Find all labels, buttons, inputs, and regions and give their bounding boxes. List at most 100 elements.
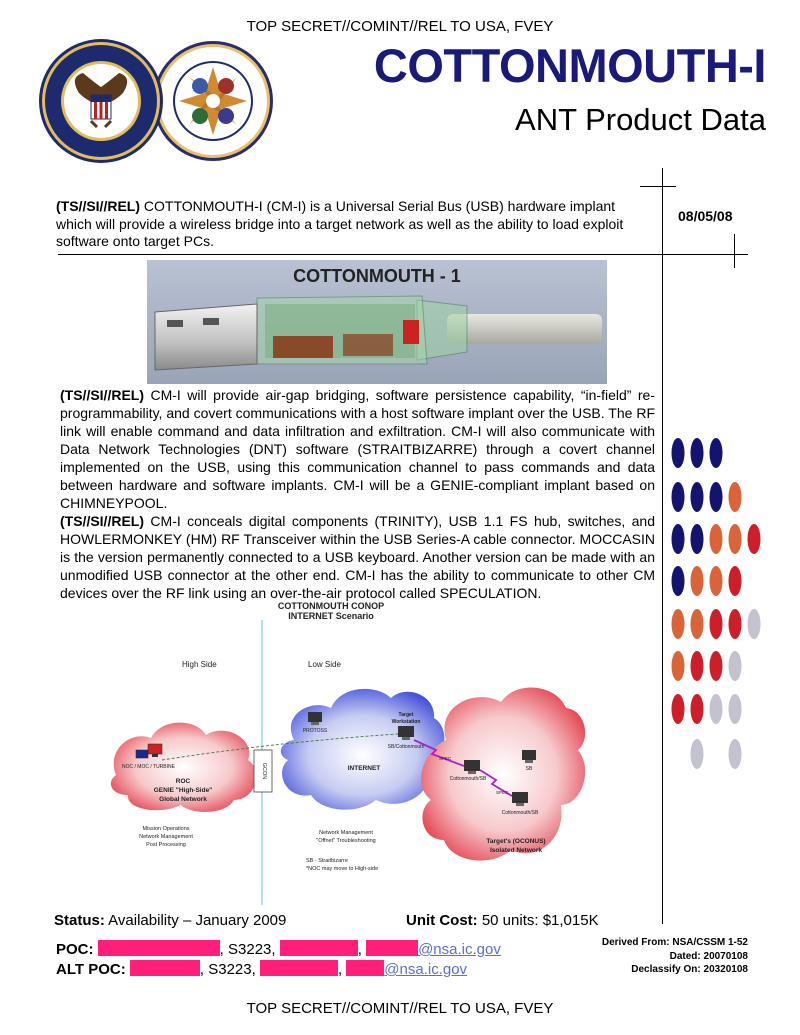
- high-side-label: High Side: [182, 660, 217, 669]
- roc-cloud: [110, 722, 257, 812]
- ops-label-2: Network Management: [139, 834, 193, 840]
- paragraph-capabilities: (TS//SI//REL) CM-I will provide air-gap …: [60, 386, 655, 512]
- intro-paragraph: (TS//SI//REL) COTTONMOUTH-I (CM-I) is a …: [56, 198, 646, 251]
- low-side-label: Low Side: [308, 660, 341, 669]
- netmgmt-label: Network Management: [319, 830, 373, 836]
- decorative-dot: [728, 739, 742, 769]
- protoss-computer-icon: [308, 712, 322, 722]
- decorative-dot: [690, 566, 704, 596]
- page-subtitle: ANT Product Data: [515, 102, 766, 137]
- unit-cost-label: Unit Cost:: [406, 912, 478, 929]
- sb-label: SB: [526, 766, 533, 772]
- body-text: (TS//SI//REL) CM-I will provide air-gap …: [60, 386, 655, 602]
- decorative-dot: [728, 566, 742, 596]
- cm-sb-label: Cottonmouth/SB: [450, 776, 487, 782]
- rf-link-2: [479, 769, 513, 797]
- decorative-dot: [671, 524, 685, 554]
- ops-label: Mission Operations: [142, 826, 189, 832]
- declassify-on: Declassify On: 20320108: [631, 964, 748, 975]
- paragraph-text: CM-I conceals digital components (TRINIT…: [60, 513, 655, 601]
- target-ws-label-2: Workstation: [392, 719, 421, 725]
- alt-poc-email-link[interactable]: @nsa.ic.gov: [384, 961, 468, 978]
- header-divider: [58, 254, 748, 255]
- decorative-dot: [690, 438, 704, 468]
- redaction-bar: [346, 960, 385, 976]
- redaction-bar: [259, 960, 338, 976]
- paragraph-marking: (TS//SI//REL): [60, 387, 144, 403]
- cm-sb-computer-icon: [464, 760, 480, 771]
- usb-plug-metal: [154, 303, 258, 371]
- covert-channel-link: [161, 733, 399, 761]
- derivation-block: Derived From: NSA/CSSM 1-52 Dated: 20070…: [602, 936, 748, 977]
- alt-poc-line: ALT POC: , S3223, , @nsa.ic.gov: [56, 960, 467, 978]
- target-network-cloud: [421, 687, 586, 861]
- redaction-bar: [97, 940, 220, 956]
- noc-label: NOC / MOC / TURBINE: [122, 764, 176, 770]
- classification-banner-bottom: TOP SECRET//COMINT//REL TO USA, FVEY: [246, 1000, 554, 1017]
- derived-dated: Dated: 20070108: [669, 950, 748, 962]
- photo-label: COTTONMOUTH - 1: [293, 266, 461, 286]
- decorative-dot: [709, 566, 723, 596]
- paragraph-marking: (TS//SI//REL): [60, 513, 144, 529]
- decorative-dot: [671, 694, 685, 724]
- diagram-subtitle: INTERNET Scenario: [288, 611, 374, 621]
- decorative-dot: [690, 482, 704, 512]
- decorative-dot: [690, 694, 704, 724]
- roc-network-label: Global Network: [159, 796, 207, 803]
- noc-computer-icon-2: [135, 749, 149, 759]
- agency-seals-logo: [39, 39, 273, 163]
- decorative-dot: [690, 739, 704, 769]
- decorative-dot: [709, 694, 723, 724]
- css-seal-icon: [153, 41, 273, 161]
- decorative-dot: [690, 609, 704, 639]
- decorative-dot: [709, 482, 723, 512]
- right-column-divider: [662, 168, 663, 924]
- gateway-label: GCON: [261, 763, 267, 780]
- poc-separator-2: ,: [357, 941, 367, 958]
- page-title: COTTONMOUTH-I: [373, 39, 767, 92]
- cm-sb-label-2: Cottonmouth/SB: [502, 810, 539, 816]
- sb-cm-label: SB/Cottonmouth: [388, 744, 425, 750]
- alt-poc-separator: , S3223,: [199, 961, 260, 978]
- decorative-dot: [671, 566, 685, 596]
- product-photo: COTTONMOUTH - 1: [147, 260, 607, 384]
- status-label: Status:: [54, 912, 105, 929]
- nsa-seal-icon: [39, 39, 163, 163]
- target-network-label-2: Isolated Network: [490, 847, 542, 854]
- rf-link-label-2: SPEC: [496, 790, 509, 795]
- status-value: Availability – January 2009: [104, 912, 287, 929]
- decorative-dot: [709, 651, 723, 681]
- decorative-dot: [671, 438, 685, 468]
- decorative-dot: [709, 609, 723, 639]
- diagram-title: COTTONMOUTH CONOP: [278, 601, 384, 611]
- classification-banner-top: TOP SECRET//COMINT//REL TO USA, FVEY: [246, 18, 554, 35]
- poc-email-link[interactable]: @nsa.ic.gov: [418, 941, 501, 958]
- decorative-dot: [747, 609, 761, 639]
- intro-classification-marking: (TS//SI//REL): [56, 198, 140, 214]
- alt-poc-separator-2: ,: [337, 961, 347, 978]
- usb-cable: [447, 314, 602, 344]
- target-network-label: Target's (OCONUS): [486, 838, 545, 845]
- decorative-dot: [671, 609, 685, 639]
- ops-label-3: Post Processing: [146, 842, 186, 848]
- status-line: Status: Availability – January 2009: [54, 912, 286, 929]
- gateway-box: [253, 749, 273, 793]
- decorative-dot: [690, 524, 704, 554]
- decorative-dot: [728, 694, 742, 724]
- alt-poc-label: ALT POC:: [56, 961, 126, 978]
- redaction-bar: [366, 940, 419, 956]
- poc-separator: , S3223,: [219, 941, 280, 958]
- crop-mark-top: [640, 186, 676, 187]
- decorative-dot: [728, 524, 742, 554]
- crop-mark-right: [734, 234, 735, 268]
- unit-cost-value: 50 units: $1,015K: [477, 912, 599, 929]
- protoss-label: PROTOSS: [303, 728, 328, 734]
- decorative-dot: [728, 651, 742, 681]
- poc-label: POC:: [56, 941, 94, 958]
- sb-note: SB - Straitbizarre: [306, 858, 348, 864]
- target-ws-label: Target: [399, 712, 414, 718]
- derived-from: Derived From: NSA/CSSM 1-52: [601, 937, 748, 948]
- decorative-dot: [709, 438, 723, 468]
- roc-genie-label: GENIE "High-Side": [154, 787, 213, 794]
- rf-link: [413, 739, 465, 767]
